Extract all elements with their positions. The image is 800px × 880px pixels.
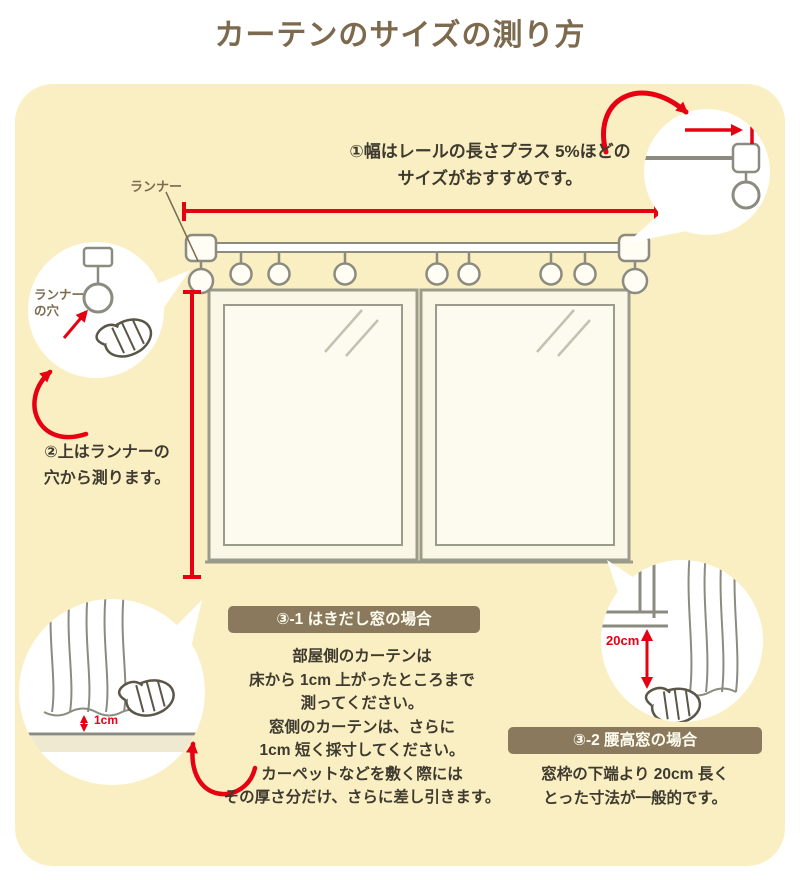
red-swoosh-to-runner-hole <box>32 369 89 440</box>
curtain-rail <box>184 233 651 295</box>
section-floor-window-badge: ③-1 はきだし窓の場合 <box>228 606 480 633</box>
runner-ring <box>573 262 597 286</box>
section-floor-window-body: 部屋側のカーテンは 床から 1cm 上がったところまで 測ってください。 窓側の… <box>223 648 501 806</box>
section-waist-window-badge: ③-2 腰高窓の場合 <box>508 727 762 754</box>
page-title: カーテンのサイズの測り方 <box>214 19 586 52</box>
window <box>205 288 633 564</box>
width-measure-line <box>182 202 658 221</box>
runner-ring <box>267 262 291 286</box>
glass-reflection <box>536 309 591 357</box>
label-20cm: 20cm <box>606 633 640 648</box>
note-width-recommendation: ①幅はレールの長さプラス 5%ほどの サイズがおすすめです。 <box>349 142 631 188</box>
note-measure-from-runner-hole: ②上はランナーの 穴から測ります。 <box>43 444 171 487</box>
runner-ring <box>621 267 649 295</box>
glass-reflection <box>324 309 379 357</box>
runner-ring <box>229 262 253 286</box>
callout-rail-end-circle <box>627 109 770 243</box>
runner-ring <box>187 267 215 295</box>
runner-ring <box>425 262 449 286</box>
label-1cm: 1cm <box>94 713 119 727</box>
runner-rings <box>187 252 649 295</box>
runner-hole-red-arrow <box>62 309 88 339</box>
runner-ring <box>333 262 357 286</box>
section-waist-window-body: 窓枠の下端より 20cm 長く とった寸法が一般的です。 <box>541 766 729 807</box>
height-measure-line <box>183 290 201 579</box>
runner-ring <box>539 262 563 286</box>
red-swoosh-to-floor-circle <box>186 741 258 797</box>
runner-pointer-line <box>165 191 199 262</box>
rail-bracket-left <box>184 233 218 263</box>
callout-runner-hole-circle <box>28 242 190 378</box>
callout-floor-circle <box>19 599 205 785</box>
red-swoosh-to-rail-end <box>601 90 689 155</box>
runner-ring <box>457 262 481 286</box>
runner-label: ランナー <box>130 179 183 194</box>
runner-hole-label: ランナー の穴 <box>34 288 85 318</box>
